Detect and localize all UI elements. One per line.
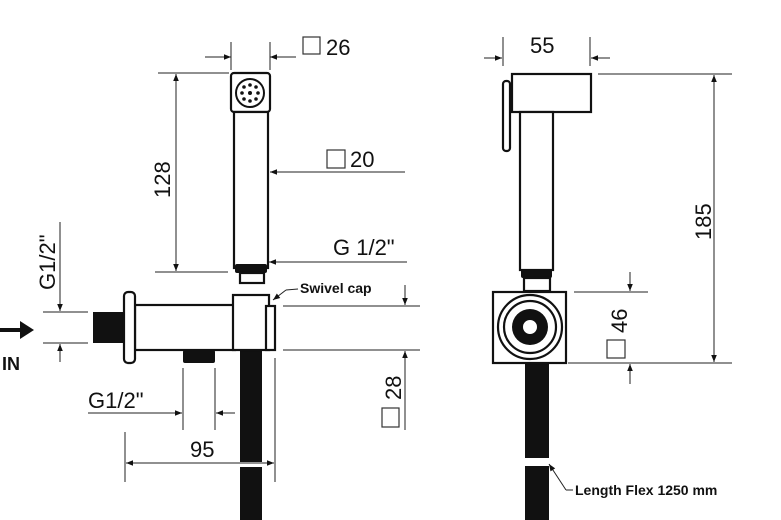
spray-head xyxy=(510,72,593,114)
dim-handle-size: 20 xyxy=(350,147,374,172)
dim-handle-length: 128 xyxy=(150,161,175,198)
hose-upper xyxy=(240,350,262,462)
inlet-thread-label: G1/2" xyxy=(35,234,60,290)
hose-upper xyxy=(525,363,549,458)
handle-tube xyxy=(232,110,270,270)
hose-lower xyxy=(525,466,549,520)
handle-tube xyxy=(518,110,555,272)
square-symbol-icon xyxy=(302,36,321,55)
handle-thread-label: G 1/2" xyxy=(333,235,395,260)
outlet-ring-icon xyxy=(496,293,564,361)
square-symbol-icon xyxy=(606,339,626,359)
dim-total-height: 185 xyxy=(691,203,716,240)
hose-length-label: Length Flex 1250 mm xyxy=(575,482,717,498)
wall-flange xyxy=(122,290,137,365)
side-view: 26 128 20 G 1/2" Swivel cap G1/2" IN xyxy=(0,35,420,520)
outlet-thread xyxy=(183,350,215,363)
inlet-thread xyxy=(93,312,126,343)
front-view: 55 185 46 Length Flex 1250 mm xyxy=(484,33,732,520)
swivel-cap xyxy=(264,304,277,352)
swivel-body xyxy=(231,293,271,352)
dim-head-size: 26 xyxy=(326,35,350,60)
outlet-thread-label: G1/2" xyxy=(88,388,144,413)
wall-arm xyxy=(133,303,237,352)
hose-lower xyxy=(240,467,262,520)
dim-body-size: 46 xyxy=(607,309,632,333)
spray-nozzle-icon xyxy=(235,78,265,108)
square-symbol-icon xyxy=(381,407,400,428)
swivel-cap-label: Swivel cap xyxy=(300,280,372,296)
inlet-label: IN xyxy=(2,354,20,374)
trigger-lever xyxy=(501,79,512,153)
inlet-arrow-icon xyxy=(0,321,34,339)
square-symbol-icon xyxy=(326,149,346,169)
dim-body-length: 95 xyxy=(190,437,214,462)
dim-body-size: 28 xyxy=(381,376,406,400)
dim-head-width: 55 xyxy=(530,33,554,58)
